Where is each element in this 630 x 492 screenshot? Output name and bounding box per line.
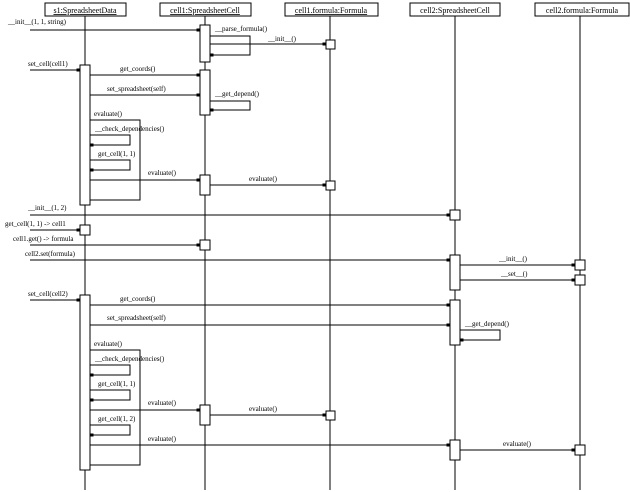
- message-label: set_spreadsheet(self): [107, 85, 166, 93]
- message-label: evaluate(): [94, 110, 123, 118]
- message-label: __get_depend(): [464, 320, 510, 328]
- object-header-cell1-formula: cell1.formula:Formula: [284, 2, 379, 17]
- object-header-cell2: cell2:SpreadsheetCell: [409, 2, 501, 17]
- message-label: cell1.get() -> formula: [13, 235, 74, 243]
- object-header-cell2-formula: cell2.formula:Formula: [534, 2, 630, 17]
- object-label: cell1:SpreadsheetCell: [170, 6, 241, 15]
- message-label: evaluate(): [148, 435, 177, 443]
- message-label: cell2.set(formula): [25, 250, 76, 258]
- evaluate-frame: [90, 119, 141, 201]
- object-label: cell1.formula:Formula: [295, 6, 368, 15]
- message-label: get_coords(): [120, 295, 156, 303]
- self-call-arrow: [210, 35, 251, 55]
- message-label: __check_dependencies(): [94, 355, 165, 363]
- message-label: get_cell(1, 1): [98, 150, 136, 158]
- message-label: evaluate(): [148, 169, 177, 177]
- self-call-arrow: [90, 159, 131, 170]
- evaluate-frame: [90, 349, 141, 466]
- message-label: evaluate(): [94, 340, 123, 348]
- message-label: set_spreadsheet(self): [107, 314, 166, 322]
- self-call-arrow: [460, 329, 501, 340]
- self-call-arrow: [90, 389, 131, 400]
- message-label: set_cell(cell2): [28, 290, 68, 298]
- self-call-arrow: [210, 100, 251, 110]
- self-call-arrow: [90, 424, 131, 435]
- message-label: set_cell(cell1): [28, 60, 68, 68]
- object-label: cell2.formula:Formula: [546, 6, 619, 15]
- message-label: evaluate(): [503, 440, 532, 448]
- self-call-arrow: [90, 134, 131, 145]
- message-label: get_coords(): [120, 65, 156, 73]
- object-label: s1:SpreadsheetData: [53, 6, 117, 15]
- activations: [79, 24, 586, 471]
- message-label: __init__(): [498, 255, 528, 263]
- message-label: __parse_formula(): [214, 25, 268, 33]
- message-label: get_cell(1, 1) -> cell1: [5, 220, 66, 228]
- message-label: __init__(1, 1, string): [7, 18, 67, 26]
- message-label: get_cell(1, 1): [98, 380, 136, 388]
- message-label: __init__(1, 2): [27, 204, 67, 212]
- message-label: evaluate(): [249, 175, 278, 183]
- message-label: __init__(): [267, 35, 297, 43]
- message-label: get_cell(1, 2): [98, 415, 136, 423]
- self-call-arrow: [90, 364, 131, 375]
- message-label: __check_dependencies(): [94, 125, 165, 133]
- object-header-cell1: cell1:SpreadsheetCell: [159, 2, 252, 17]
- message-label: __set__(): [500, 270, 528, 278]
- message-label: __get_depend(): [214, 90, 260, 98]
- object-header-s1: s1:SpreadsheetData: [44, 2, 127, 17]
- object-label: cell2:SpreadsheetCell: [420, 6, 491, 15]
- message-label: evaluate(): [249, 405, 278, 413]
- message-label: evaluate(): [148, 399, 177, 407]
